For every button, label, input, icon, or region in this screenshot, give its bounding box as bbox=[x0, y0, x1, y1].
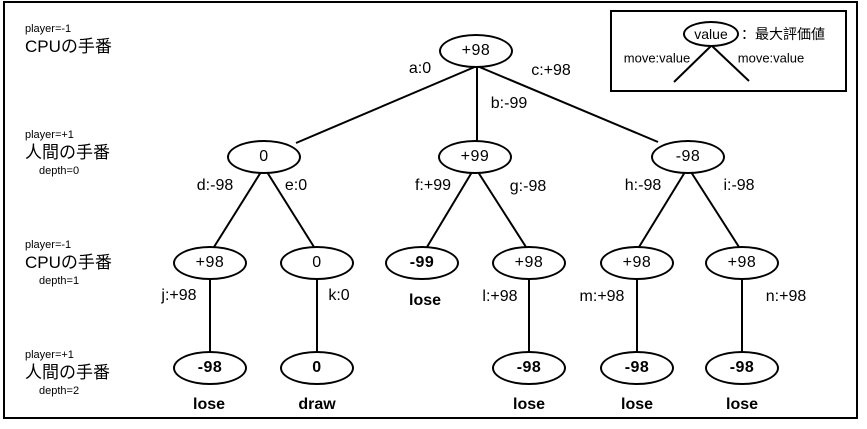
depth-label: depth=1 bbox=[39, 275, 80, 287]
depth-label: depth=2 bbox=[39, 385, 80, 397]
edge-label-j: j:+98 bbox=[161, 287, 197, 304]
node-l2-3: +98 bbox=[492, 246, 566, 280]
legend-caption: ：最大評価値 bbox=[741, 26, 825, 42]
edge-label-e: e:0 bbox=[284, 177, 308, 194]
edge-label-c: c:+98 bbox=[531, 62, 571, 79]
edge-label-b: b:-99 bbox=[490, 95, 528, 112]
edge-label-d: d:-98 bbox=[196, 177, 234, 194]
node-l1-1: +99 bbox=[438, 140, 512, 174]
node-l1-0: 0 bbox=[227, 140, 301, 174]
node-l3-0: -98 bbox=[173, 351, 247, 385]
node-l3-4: -98 bbox=[705, 351, 779, 385]
player-label: player=-1 bbox=[25, 23, 72, 35]
node-l3-1: 0 bbox=[280, 351, 354, 385]
row-label-cpu-depth1: player=-1 CPUの手番 depth=1 bbox=[25, 238, 112, 288]
node-l2-2: -99 bbox=[385, 246, 459, 280]
turn-label: 人間の手番 bbox=[25, 143, 110, 162]
edge-label-f: f:+99 bbox=[414, 177, 452, 194]
node-l3-2: -98 bbox=[492, 351, 566, 385]
edge-label-k: k:0 bbox=[328, 287, 350, 304]
legend-move-left: move:value bbox=[623, 50, 691, 66]
edge-label-n: n:+98 bbox=[765, 288, 807, 305]
result-label-l3-1: draw bbox=[298, 396, 336, 413]
node-l2-5: +98 bbox=[705, 246, 779, 280]
node-root: +98 bbox=[439, 34, 513, 68]
edge-f-line bbox=[426, 171, 473, 248]
result-label-l3-3: lose bbox=[620, 396, 654, 413]
result-label-l3-0: lose bbox=[192, 396, 226, 413]
edge-g-line bbox=[477, 171, 527, 248]
result-label-l3-2: lose bbox=[512, 396, 546, 413]
edge-e-line bbox=[266, 171, 315, 248]
player-label: player=-1 bbox=[25, 239, 72, 251]
edge-label-g: g:-98 bbox=[509, 178, 547, 195]
node-l1-2: -98 bbox=[651, 140, 725, 174]
result-label-l3-4: lose bbox=[725, 396, 759, 413]
node-l3-3: -98 bbox=[600, 351, 674, 385]
node-l2-0: +98 bbox=[173, 246, 247, 280]
row-label-cpu-root: player=-1 CPUの手番 bbox=[25, 22, 112, 58]
node-l2-1: 0 bbox=[280, 246, 354, 280]
row-label-human-depth2: player=+1 人間の手番 depth=2 bbox=[25, 348, 110, 398]
player-label: player=+1 bbox=[25, 129, 74, 141]
row-label-human-depth0: player=+1 人間の手番 depth=0 bbox=[25, 128, 110, 178]
turn-label: CPUの手番 bbox=[25, 253, 112, 272]
legend-left-edge-line bbox=[673, 45, 712, 83]
depth-label: depth=0 bbox=[39, 165, 80, 177]
outer-border bbox=[3, 1, 858, 419]
edge-a-line bbox=[295, 65, 478, 144]
node-l2-4: +98 bbox=[600, 246, 674, 280]
turn-label: 人間の手番 bbox=[25, 363, 110, 382]
legend-right-edge-line bbox=[711, 45, 750, 82]
result-label-l2-2: lose bbox=[408, 292, 442, 309]
edge-d-line bbox=[213, 171, 262, 248]
legend-value-node: value bbox=[683, 21, 739, 47]
turn-label: CPUの手番 bbox=[25, 37, 112, 56]
edge-label-l: l:+98 bbox=[482, 288, 518, 305]
legend-move-right: move:value bbox=[737, 50, 805, 66]
edge-label-m: m:+98 bbox=[579, 288, 625, 305]
player-label: player=+1 bbox=[25, 349, 74, 361]
edge-label-a: a:0 bbox=[408, 60, 432, 77]
edge-h-line bbox=[638, 171, 686, 248]
edge-i-line bbox=[690, 171, 740, 248]
edge-c-line bbox=[476, 65, 659, 143]
edge-label-h: h:-98 bbox=[624, 177, 662, 194]
edge-label-i: i:-98 bbox=[723, 177, 755, 194]
